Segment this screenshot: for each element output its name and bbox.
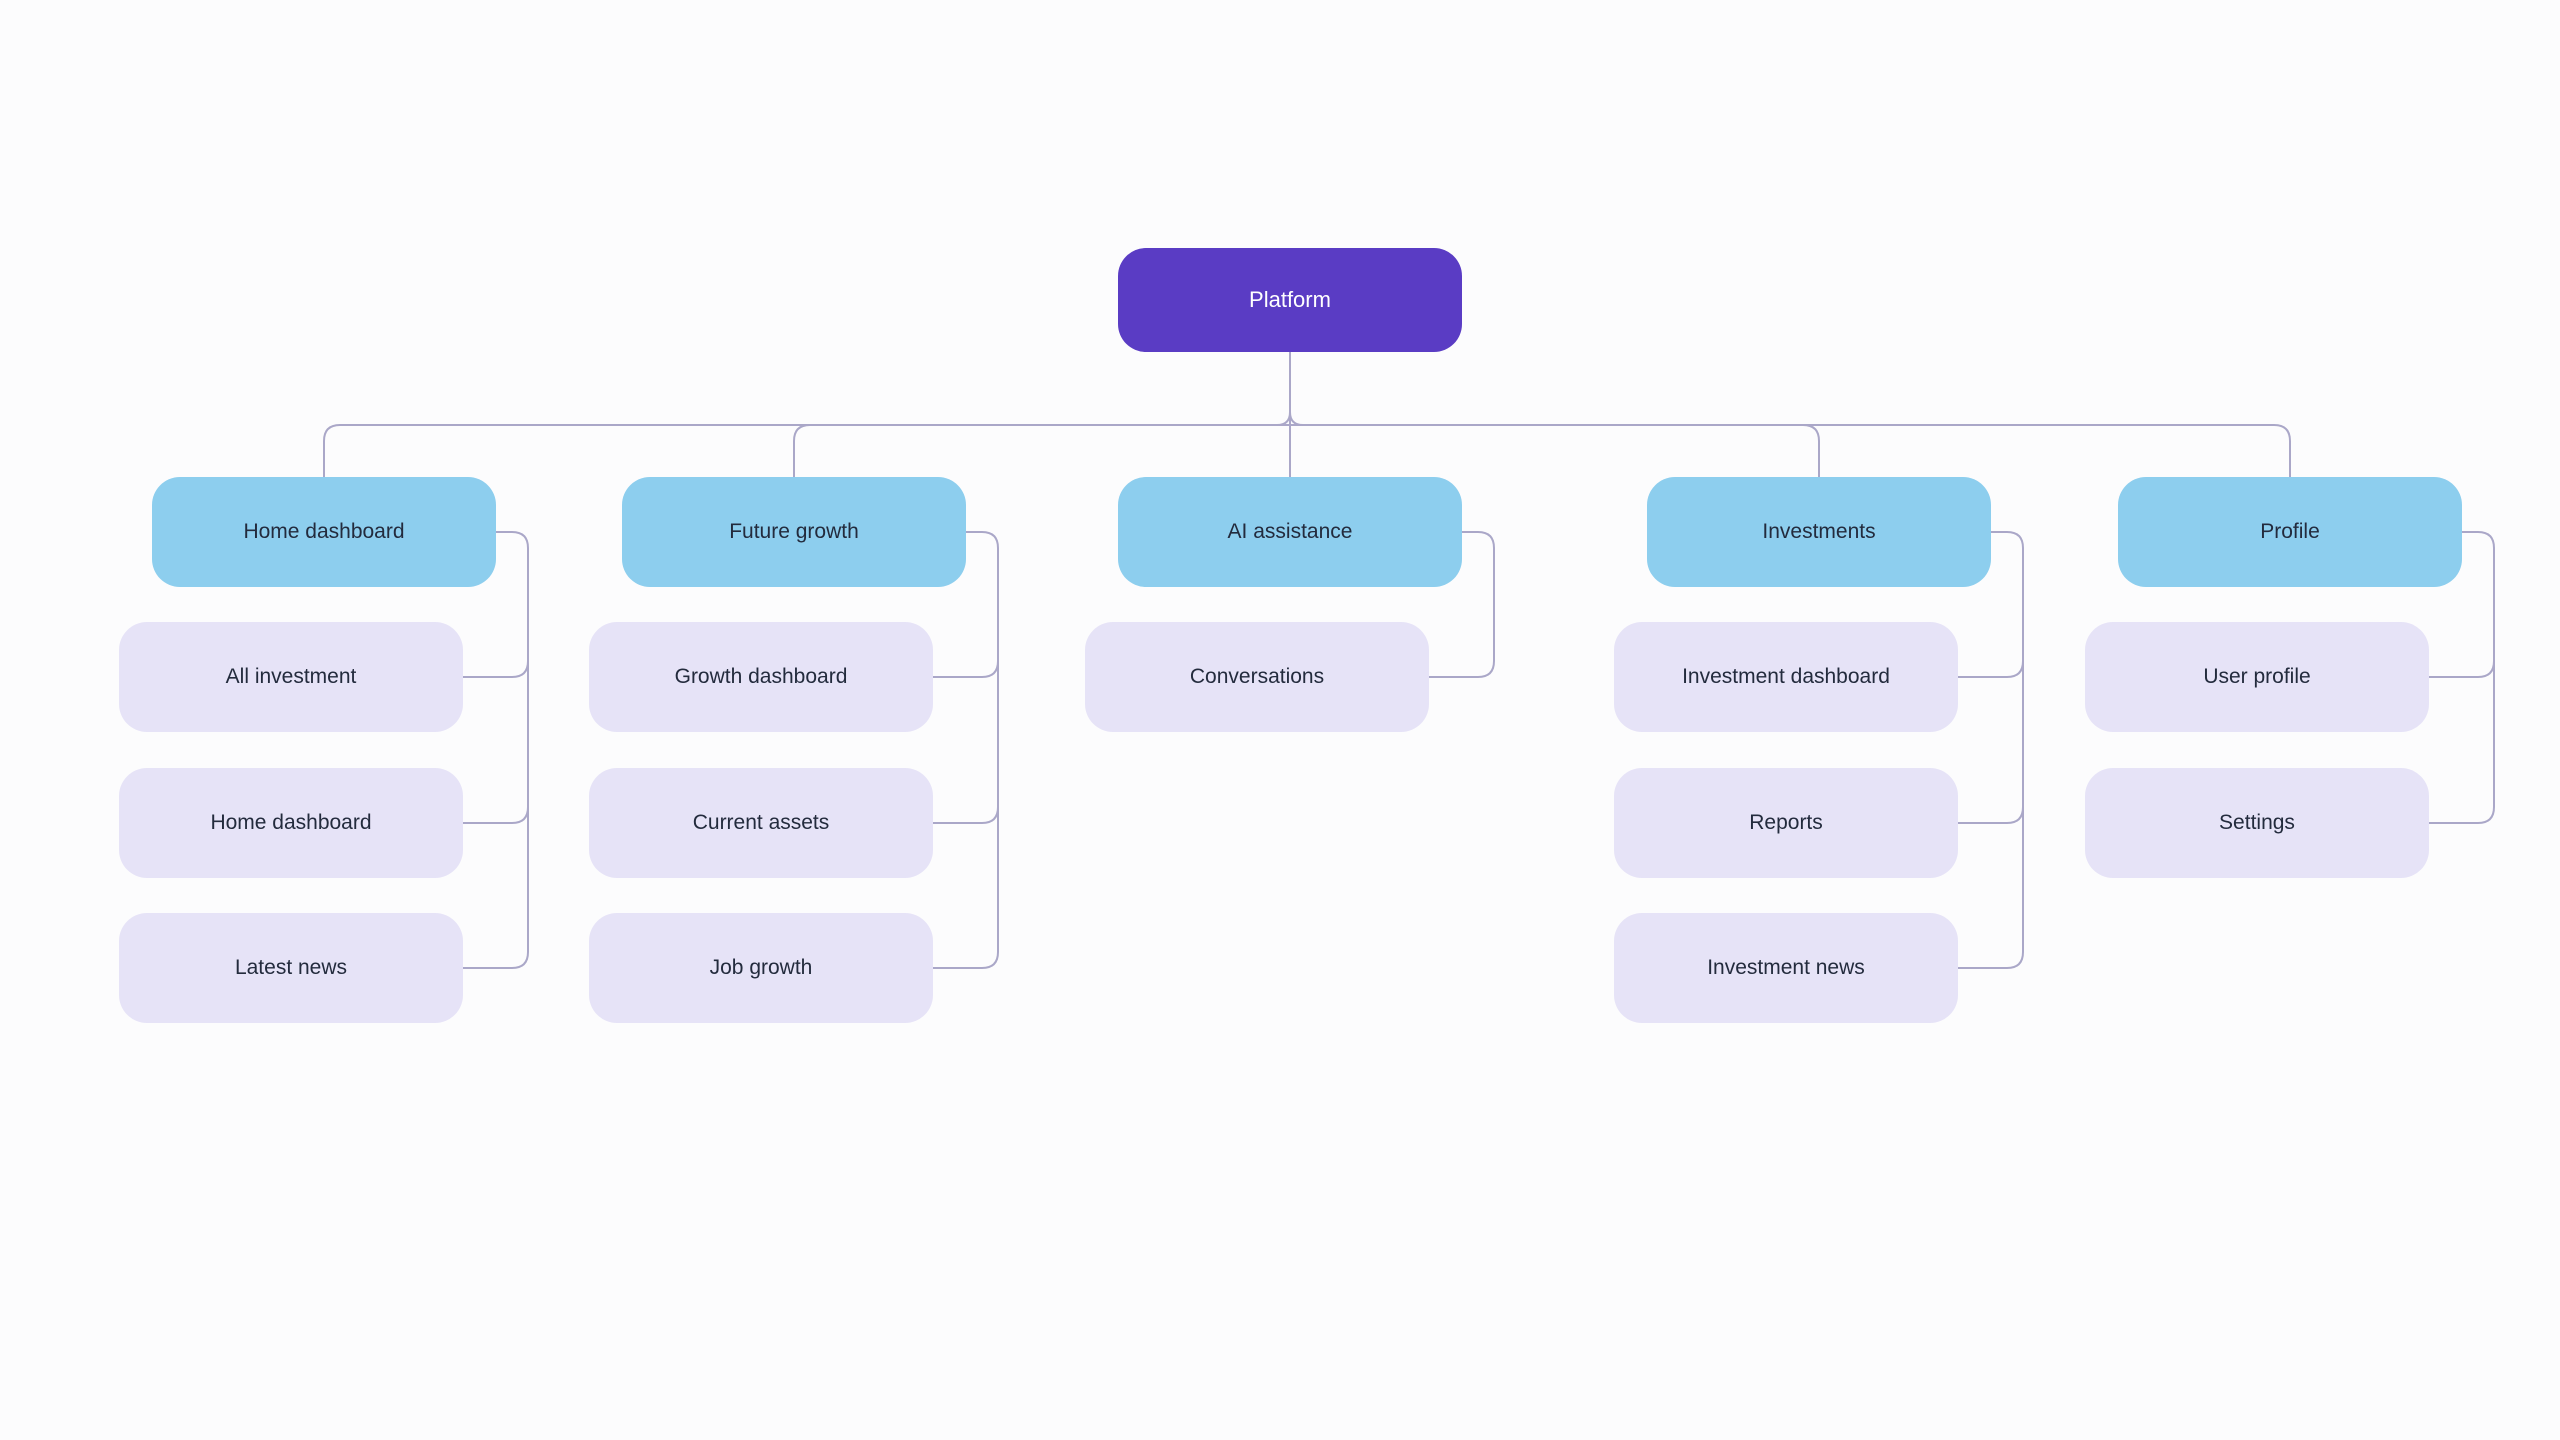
edge-future-growth-branch-2	[932, 806, 999, 824]
edge-home-dashboard-spine	[462, 531, 529, 969]
child-node-all-investment[interactable]: All investment	[119, 622, 463, 732]
category-node-ai-assistance[interactable]: AI assistance	[1118, 477, 1462, 587]
node-label: Platform	[1249, 287, 1331, 313]
node-label: Future growth	[729, 519, 859, 543]
node-label: Current assets	[692, 810, 830, 834]
child-node-investment-news[interactable]: Investment news	[1614, 913, 1958, 1023]
node-label: Job growth	[709, 955, 813, 979]
edge-root-to-home-dashboard	[323, 424, 1291, 478]
node-label: Growth dashboard	[674, 664, 848, 688]
node-label: All investment	[225, 664, 357, 688]
node-label: Settings	[2219, 810, 2295, 834]
child-node-user-profile[interactable]: User profile	[2085, 622, 2429, 732]
edge-future-growth-branch-1	[932, 660, 999, 678]
node-label: User profile	[2203, 664, 2311, 688]
edge-future-growth-spine	[932, 531, 999, 969]
edge-root-junction-fillet-left	[1276, 411, 1291, 426]
node-label: Investment news	[1707, 955, 1865, 979]
edge-investments-branch-1	[1957, 660, 2024, 678]
category-node-investments[interactable]: Investments	[1647, 477, 1991, 587]
child-node-current-assets[interactable]: Current assets	[589, 768, 933, 878]
edge-root-to-future-growth	[793, 424, 1291, 478]
node-label: Profile	[2260, 519, 2320, 543]
category-node-future-growth[interactable]: Future growth	[622, 477, 966, 587]
node-label: Investment dashboard	[1682, 664, 1890, 688]
child-node-growth-dashboard[interactable]: Growth dashboard	[589, 622, 933, 732]
category-node-profile[interactable]: Profile	[2118, 477, 2462, 587]
child-node-conversations[interactable]: Conversations	[1085, 622, 1429, 732]
node-label: Home dashboard	[210, 810, 372, 834]
node-label: Conversations	[1189, 664, 1325, 688]
edge-investments-branch-2	[1957, 806, 2024, 824]
node-label: Reports	[1749, 810, 1823, 834]
child-node-settings[interactable]: Settings	[2085, 768, 2429, 878]
child-node-reports[interactable]: Reports	[1614, 768, 1958, 878]
child-node-job-growth[interactable]: Job growth	[589, 913, 933, 1023]
node-label: Investments	[1762, 519, 1876, 543]
node-label: AI assistance	[1227, 519, 1353, 543]
node-label: Home dashboard	[243, 519, 405, 543]
child-node-latest-news[interactable]: Latest news	[119, 913, 463, 1023]
node-platform[interactable]: Platform	[1118, 248, 1462, 352]
edge-profile-branch-1	[2428, 660, 2495, 678]
category-node-home-dashboard[interactable]: Home dashboard	[152, 477, 496, 587]
edge-root-to-profile	[1289, 424, 2291, 478]
child-node-investment-dashboard[interactable]: Investment dashboard	[1614, 622, 1958, 732]
edge-investments-spine	[1957, 531, 2024, 969]
node-label: Latest news	[234, 955, 348, 979]
edge-root-junction-fillet-right	[1289, 411, 1304, 426]
child-node-home-dashboard[interactable]: Home dashboard	[119, 768, 463, 878]
edge-root-to-investments	[1289, 424, 1820, 478]
edge-home-dashboard-branch-2	[462, 806, 529, 824]
edge-home-dashboard-branch-1	[462, 660, 529, 678]
